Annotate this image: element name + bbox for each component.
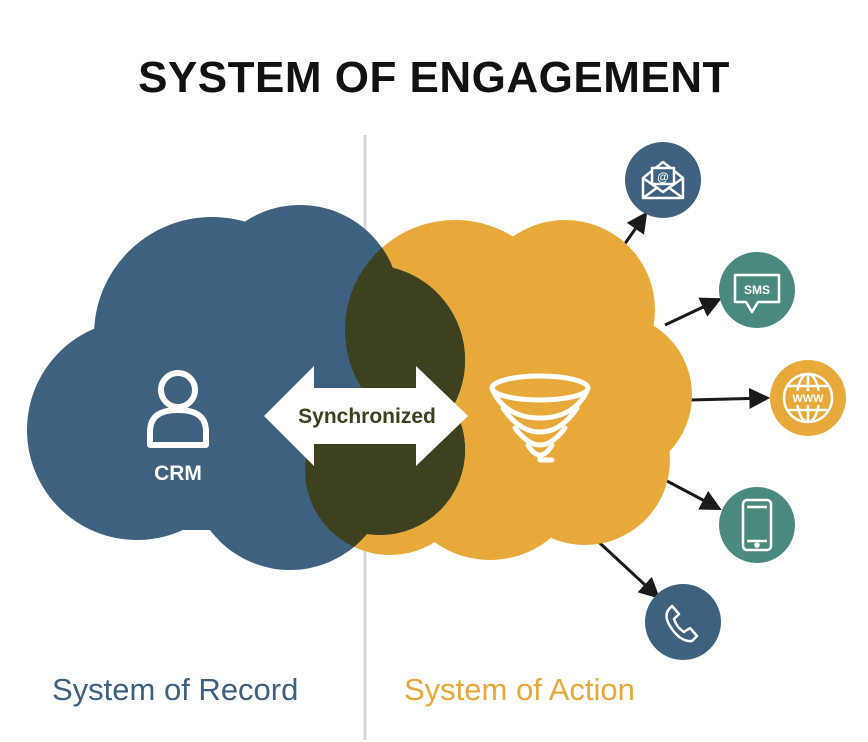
page-title: SYSTEM OF ENGAGEMENT (138, 53, 730, 102)
person-icon (147, 370, 209, 448)
arrow-mobile (664, 478, 722, 510)
web-channel: WWW (770, 360, 846, 436)
email-at-label: @ (657, 170, 669, 184)
crm-label: CRM (154, 462, 202, 485)
arrow-sms (664, 297, 722, 327)
mobile-channel (719, 487, 795, 563)
sms-channel: SMS (719, 252, 795, 328)
www-label: WWW (792, 393, 824, 405)
sms-icon (733, 273, 781, 314)
double-arrow-icon (264, 366, 468, 466)
email-icon (641, 160, 685, 200)
system-of-record-label: System of Record (52, 672, 299, 707)
arrow-web (689, 387, 771, 409)
mobile-phone-icon (741, 498, 773, 552)
telephone-channel (645, 584, 721, 660)
telephone-icon (665, 604, 699, 643)
system-of-action-label: System of Action (404, 672, 635, 707)
funnel-icon (489, 373, 591, 463)
synchronized-label: Synchronized (298, 405, 436, 428)
sms-label: SMS (744, 283, 770, 297)
email-channel: @ (625, 142, 701, 218)
